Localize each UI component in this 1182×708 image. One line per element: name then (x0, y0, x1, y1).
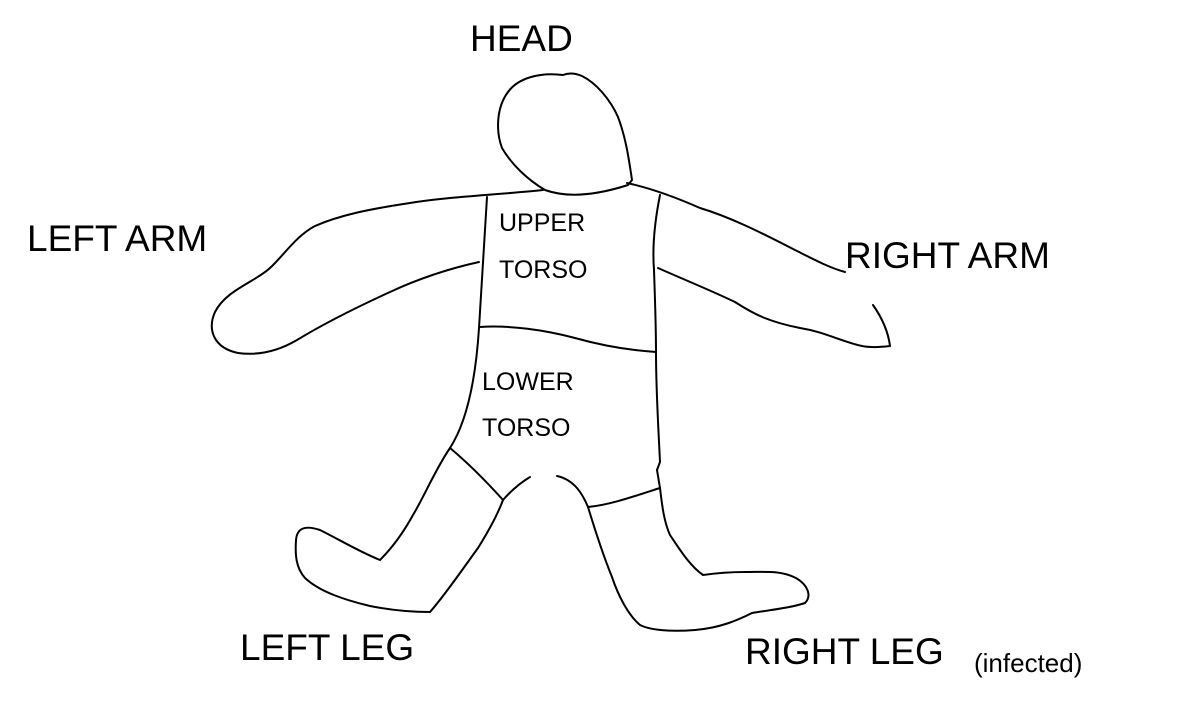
crotch-outline (449, 447, 661, 508)
head-label: HEAD (470, 18, 573, 59)
head-outline (497, 72, 633, 196)
lower-torso-label-line1: LOWER (482, 368, 574, 396)
right-leg-infected-note: (infected) (974, 648, 1083, 678)
left-arm-outline (210, 189, 544, 355)
left-arm-label: LEFT ARM (27, 218, 208, 259)
torso-right-side (652, 194, 661, 471)
waist-divider (479, 325, 657, 353)
right-arm-outline (626, 182, 891, 349)
left-leg-outline (294, 447, 504, 613)
left-leg-label: LEFT LEG (240, 627, 415, 668)
right-arm-label: RIGHT ARM (845, 235, 1050, 276)
torso-left-side (449, 196, 488, 449)
right-leg-outline (587, 487, 810, 632)
upper-torso-label-line1: UPPER (499, 209, 586, 237)
lower-torso-label-line2: TORSO (482, 414, 571, 442)
right-leg-label: RIGHT LEG (745, 631, 944, 672)
upper-torso-label-line2: TORSO (499, 256, 588, 284)
